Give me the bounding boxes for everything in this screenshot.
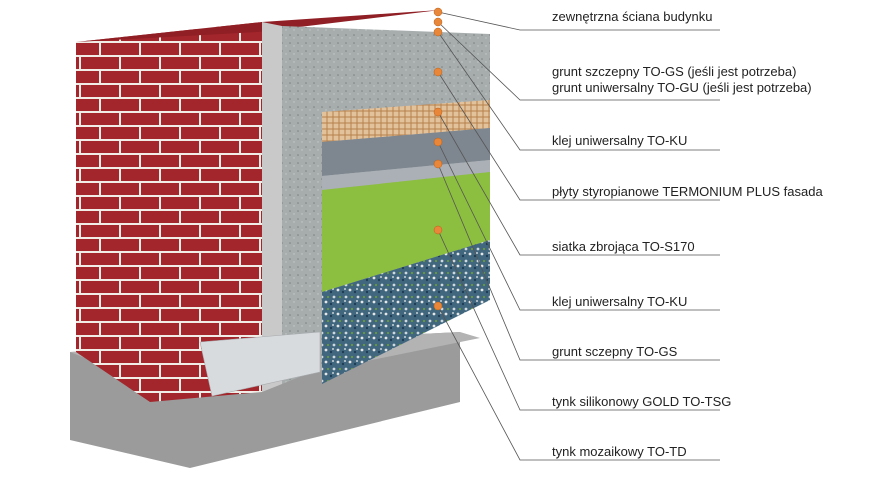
marker-dot (433, 17, 443, 27)
label-eps-boards: płyty styropianowe TERMONIUM PLUS fasada (552, 184, 823, 199)
label-mesh: siatka zbrojąca TO-S170 (552, 239, 695, 254)
label-primer-gu: grunt uniwersalny TO-GU (jeśli jest potr… (552, 80, 812, 95)
label-adhesive-1: klej uniwersalny TO-KU (552, 133, 687, 148)
label-primer-gs-2: grunt sczepny TO-GS (552, 344, 678, 359)
label-adhesive-2: klej uniwersalny TO-KU (552, 294, 687, 309)
marker-dot (433, 107, 443, 117)
starter-profile (199, 331, 321, 397)
primer-band (322, 160, 490, 190)
primer-layer (262, 22, 282, 392)
labels: zewnętrzna ściana budynku grunt szczepny… (552, 9, 823, 459)
marker-dot (433, 27, 443, 37)
label-silicone-render: tynk silikonowy GOLD TO-TSG (552, 394, 731, 409)
marker-dot (433, 225, 443, 235)
brick-wall-front (76, 22, 262, 402)
marker-dot (433, 301, 443, 311)
marker-dot (433, 7, 443, 17)
label-mosaic-render: tynk mozaikowy TO-TD (552, 444, 687, 459)
mosaic-render-layer (322, 240, 490, 384)
label-exterior-wall: zewnętrzna ściana budynku (552, 9, 712, 24)
layer-markers (433, 7, 443, 311)
leader-lines (437, 11, 720, 461)
label-primer-gs: grunt szczepny TO-GS (jeśli jest potrzeb… (552, 64, 796, 79)
marker-dot (433, 159, 443, 169)
marker-dot (433, 67, 443, 77)
marker-dot (433, 137, 443, 147)
silicone-render-layer (322, 172, 490, 292)
brick-wall-top (76, 10, 440, 42)
